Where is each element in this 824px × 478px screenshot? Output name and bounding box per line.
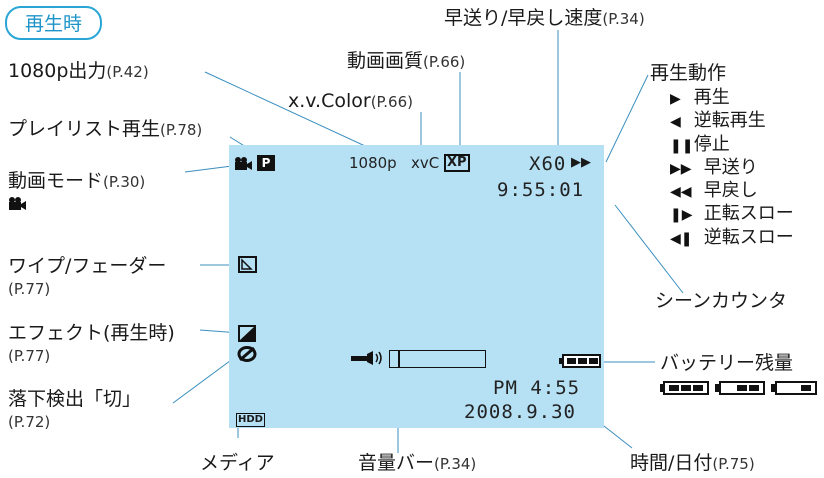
effect-label: エフェクト(再生時) xyxy=(8,322,175,344)
quality-ref: (P.66) xyxy=(423,53,466,71)
wipe-icon xyxy=(238,256,257,273)
output-1080p-text: 1080p出力 xyxy=(8,60,107,82)
volume-bar xyxy=(389,350,486,368)
datetime-ref: (P.75) xyxy=(712,455,755,473)
volume-bar-text: 音量バー xyxy=(358,452,435,474)
wipe-fader-ref: (P.77) xyxy=(8,280,51,298)
osd-resolution: 1080p xyxy=(349,154,397,172)
action-rew: ◀◀ 早戻し xyxy=(670,180,794,203)
lcd-screen: P 1080p xvC XP X60 ▶▶ 9:55:01 HDD PM 4:5… xyxy=(229,145,604,428)
playlist-text: プレイリスト再生 xyxy=(8,118,161,140)
action-pause-label: 停止 xyxy=(693,133,730,155)
output-1080p-label: 1080p出力(P.42) xyxy=(8,60,149,83)
video-mode-label: 動画モード(P.30) xyxy=(8,170,145,193)
drop-detect-ref: (P.72) xyxy=(8,413,51,431)
osd-scene-counter: 9:55:01 xyxy=(497,179,585,201)
battery-label: バッテリー残量 xyxy=(660,352,794,374)
playback-action-title: 再生動作 xyxy=(650,62,727,84)
action-slow-rev-label: 逆転スロー xyxy=(703,226,794,248)
xvcolor-ref: (P.66) xyxy=(370,93,413,111)
quality-label: 動画画質(P.66) xyxy=(347,50,465,73)
speed-label: 早送り/早戻し速度(P.34) xyxy=(444,7,645,30)
camera-icon xyxy=(8,196,26,215)
action-play-label: 再生 xyxy=(693,87,730,108)
osd-date: 2008.9.30 xyxy=(464,401,576,423)
battery-levels xyxy=(659,380,820,400)
output-1080p-ref: (P.42) xyxy=(106,63,149,81)
effect-icon xyxy=(238,325,256,346)
slow-reverse-icon: ◀❚ xyxy=(670,230,693,247)
playback-mode-badge: 再生時 xyxy=(5,6,103,40)
action-reverse: ◀ 逆転再生 xyxy=(670,110,794,133)
fast-forward-icon: ▶▶ xyxy=(670,160,692,177)
reverse-icon: ◀ xyxy=(670,114,681,131)
osd-speed: X60 xyxy=(529,153,567,175)
speaker-icon xyxy=(351,350,385,370)
action-pause: ❚❚ 停止 xyxy=(670,134,794,157)
datetime-label: 時間/日付(P.75) xyxy=(630,452,755,475)
battery-level-icons xyxy=(659,381,817,395)
wipe-fader-label: ワイプ/フェーダー xyxy=(8,255,167,277)
speed-ref: (P.34) xyxy=(602,10,645,28)
quality-text: 動画画質 xyxy=(347,50,424,72)
xvcolor-label: x.v.Color(P.66) xyxy=(288,90,413,113)
media-hdd-badge: HDD xyxy=(236,413,265,427)
action-ff-label: 早送り xyxy=(703,156,758,178)
drop-detect-label: 落下検出「切」 xyxy=(8,388,142,410)
action-slow-fwd: ❚▶ 正転スロー xyxy=(670,203,794,226)
volume-bar-level xyxy=(398,351,400,367)
video-mode-text: 動画モード xyxy=(8,170,104,192)
action-ff: ▶▶ 早送り xyxy=(670,157,794,180)
playlist-ref: (P.78) xyxy=(160,121,203,139)
volume-bar-label: 音量バー(P.34) xyxy=(358,452,476,475)
action-play: ▶ 再生 xyxy=(670,87,794,110)
action-reverse-label: 逆転再生 xyxy=(693,110,766,132)
action-slow-rev: ◀❚ 逆転スロー xyxy=(670,227,794,250)
camera-osd-icon xyxy=(234,156,252,175)
osd-time: PM 4:55 xyxy=(493,377,581,399)
osd-quality-xp: XP xyxy=(444,154,470,172)
drop-detect-off-icon xyxy=(237,346,257,366)
effect-ref: (P.77) xyxy=(8,347,51,365)
osd-xvc: xvC xyxy=(411,154,440,172)
volume-bar-ref: (P.34) xyxy=(434,455,477,473)
pause-icon: ❚❚ xyxy=(670,137,694,154)
video-mode-ref: (P.30) xyxy=(103,173,146,191)
playlist-label: プレイリスト再生(P.78) xyxy=(8,118,202,141)
action-slow-fwd-label: 正転スロー xyxy=(703,203,794,225)
rewind-icon: ◀◀ xyxy=(670,184,692,201)
osd-battery-icon xyxy=(559,353,601,372)
scene-counter-label: シーンカウンタ xyxy=(655,290,788,312)
action-rew-label: 早戻し xyxy=(703,180,758,202)
playlist-badge: P xyxy=(257,155,275,171)
play-icon: ▶ xyxy=(670,91,681,107)
datetime-text: 時間/日付 xyxy=(630,452,713,474)
slow-forward-icon: ❚▶ xyxy=(670,207,693,224)
playback-action-list: ▶ 再生 ◀ 逆転再生 ❚❚ 停止 ▶▶ 早送り ◀◀ 早戻し ❚▶ 正転スロー… xyxy=(670,87,794,250)
xvcolor-text: x.v.Color xyxy=(288,90,371,112)
speed-text: 早送り/早戻し速度 xyxy=(444,7,603,29)
osd-fast-forward-icon: ▶▶ xyxy=(571,155,591,170)
media-label: メディア xyxy=(200,452,275,474)
